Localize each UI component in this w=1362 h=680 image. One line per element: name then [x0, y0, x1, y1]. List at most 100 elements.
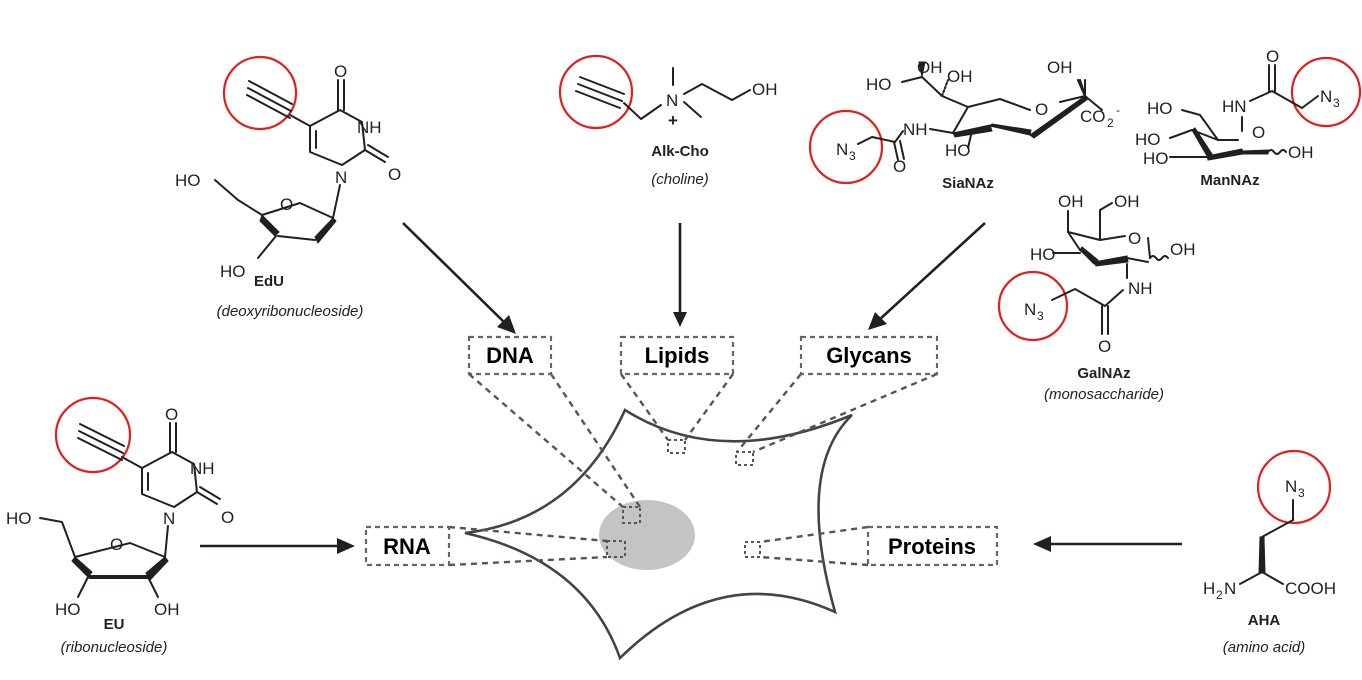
target-box-outline	[619, 335, 735, 376]
atom-label: O	[165, 405, 178, 424]
atom-label: O	[221, 508, 234, 527]
bond	[1241, 149, 1269, 155]
bond	[683, 101, 702, 118]
atom-label: O	[280, 195, 293, 214]
atom-label: OH	[1114, 192, 1140, 211]
target-box-outline	[866, 525, 999, 567]
atom-label: O	[1128, 229, 1141, 248]
bond	[79, 423, 125, 447]
reporter-name-galnaz: GalNAz	[1077, 365, 1130, 382]
arrowhead-icon	[673, 312, 687, 327]
molecule-aha: N 3 H 2 N COOH AHA (amino acid)	[1203, 449, 1336, 656]
bond	[248, 80, 293, 105]
bond	[257, 235, 277, 259]
atom-label: OH	[752, 80, 778, 99]
bond	[1191, 127, 1213, 157]
arrowhead-icon	[337, 538, 355, 554]
atom-label: N	[335, 168, 347, 187]
bond	[857, 136, 896, 145]
bond	[77, 576, 89, 598]
bond	[78, 430, 124, 454]
atom-label: HO	[220, 262, 246, 281]
target-box-outline	[364, 525, 451, 567]
callout-line	[448, 555, 608, 567]
atom-label: N	[1320, 87, 1332, 106]
alkyne-highlight-circle	[54, 396, 132, 474]
reporter-name-edu: EdU	[254, 273, 284, 290]
bond	[1147, 237, 1151, 259]
alkyne-highlight-circle	[558, 54, 634, 130]
alkyne-highlight-circle	[222, 55, 298, 131]
atom-label: N	[836, 140, 848, 159]
reporter-name-eu: EU	[104, 616, 125, 633]
arrowhead-icon	[868, 312, 887, 330]
bond	[246, 94, 291, 119]
atom-label: 2	[1216, 588, 1223, 602]
cell	[464, 408, 853, 661]
bond	[579, 76, 625, 95]
atom-label: HO	[1147, 99, 1173, 118]
bond	[952, 98, 1031, 134]
bond	[332, 184, 341, 219]
target-dna: DNA	[467, 335, 553, 376]
target-proteins: Proteins	[866, 525, 999, 567]
bond	[261, 202, 334, 219]
callout-line	[468, 373, 624, 508]
atom-label: HO	[55, 600, 81, 619]
bond	[71, 556, 93, 578]
dna-site-marker	[622, 506, 641, 524]
bond	[1051, 288, 1124, 307]
molecule-alkcho: N + OH Alk-Cho (choline)	[558, 54, 778, 188]
atom-label: 3	[849, 149, 856, 163]
bond	[1059, 95, 1086, 103]
bond	[967, 134, 972, 149]
bond	[1181, 109, 1219, 141]
callout-line	[448, 525, 608, 543]
target-label-proteins: Proteins	[888, 534, 976, 559]
bond	[196, 491, 218, 505]
atom-label: 3	[1298, 486, 1305, 500]
atom-label: O	[1252, 123, 1265, 142]
bond	[1239, 571, 1284, 585]
bond	[214, 179, 263, 216]
bond	[1067, 202, 1113, 241]
bond	[39, 517, 76, 558]
callout-line	[620, 373, 669, 441]
bond	[1169, 129, 1193, 139]
atom-label: OH	[1288, 143, 1314, 162]
azide-highlight-circle	[1290, 56, 1362, 128]
atom-label: CO	[1080, 107, 1106, 126]
atom-label: OH	[154, 600, 180, 619]
target-box-outline	[799, 335, 939, 376]
bond	[1261, 519, 1294, 538]
bond	[147, 576, 159, 598]
bond	[918, 61, 926, 78]
molecule-galnaz: N 3 O NH O OH OH OH HO GalNAz (monosacch…	[997, 192, 1196, 403]
callout-line	[759, 555, 869, 567]
molecule-mannaz: N 3 O HN O OH HO HO HO ManNAz	[1135, 47, 1362, 189]
glycans-site-marker	[735, 451, 754, 466]
atom-label: COOH	[1285, 579, 1336, 598]
callout-lines	[448, 372, 938, 567]
bond	[683, 83, 751, 101]
bond	[894, 130, 904, 143]
bond	[1079, 246, 1099, 265]
atom-label: OH	[1058, 192, 1084, 211]
reporter-name-alkcho: Alk-Cho	[651, 143, 709, 160]
atom-label: O	[1266, 47, 1279, 66]
rna-site-marker	[606, 540, 626, 558]
bond	[1093, 255, 1129, 267]
bond	[989, 123, 1032, 136]
atom-label: HO	[6, 509, 32, 528]
positive-charge: +	[668, 111, 678, 130]
target-label-dna: DNA	[486, 343, 534, 368]
callout-line	[752, 372, 938, 454]
atom-label: HO	[866, 75, 892, 94]
target-rna: RNA	[364, 525, 451, 567]
atom-label: N	[1285, 477, 1297, 496]
bond	[1126, 257, 1149, 263]
atom-label: O	[110, 535, 123, 554]
bond	[1079, 79, 1086, 97]
atom-label: OH	[1047, 58, 1073, 77]
